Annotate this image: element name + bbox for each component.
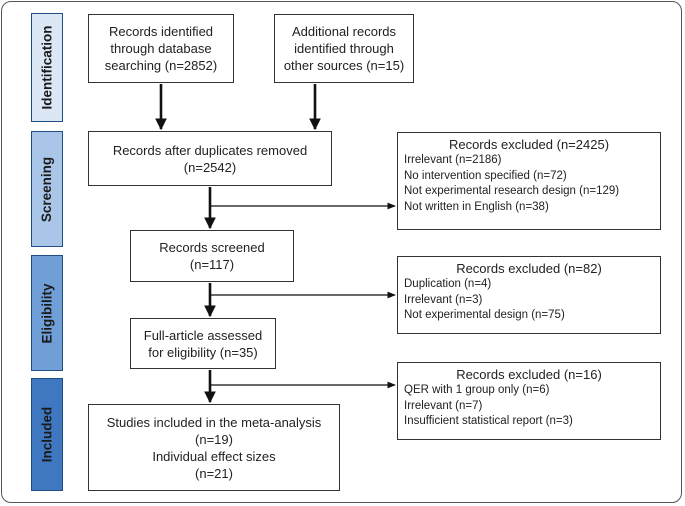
- stage-eligibility: Eligibility: [31, 255, 63, 371]
- stage-included: Included: [31, 378, 63, 491]
- box-records-screened: Records screened (n=117): [130, 230, 294, 282]
- stage-screening: Screening: [31, 131, 63, 247]
- box-excluded-eligibility: Records excluded (n=82) Duplication (n=4…: [397, 256, 661, 334]
- box-database-search: Records identified through database sear…: [88, 14, 234, 83]
- stage-identification: Identification: [31, 13, 63, 122]
- box-duplicates-removed: Records after duplicates removed (n=2542…: [88, 131, 332, 186]
- box-excluded-screening: Records excluded (n=2425) Irrelevant (n=…: [397, 132, 661, 230]
- box-other-sources: Additional records identified through ot…: [274, 14, 414, 83]
- box-excluded-included: Records excluded (n=16) QER with 1 group…: [397, 362, 661, 440]
- box-studies-included: Studies included in the meta-analysis (n…: [88, 404, 340, 491]
- box-full-article: Full-article assessed for eligibility (n…: [130, 318, 276, 369]
